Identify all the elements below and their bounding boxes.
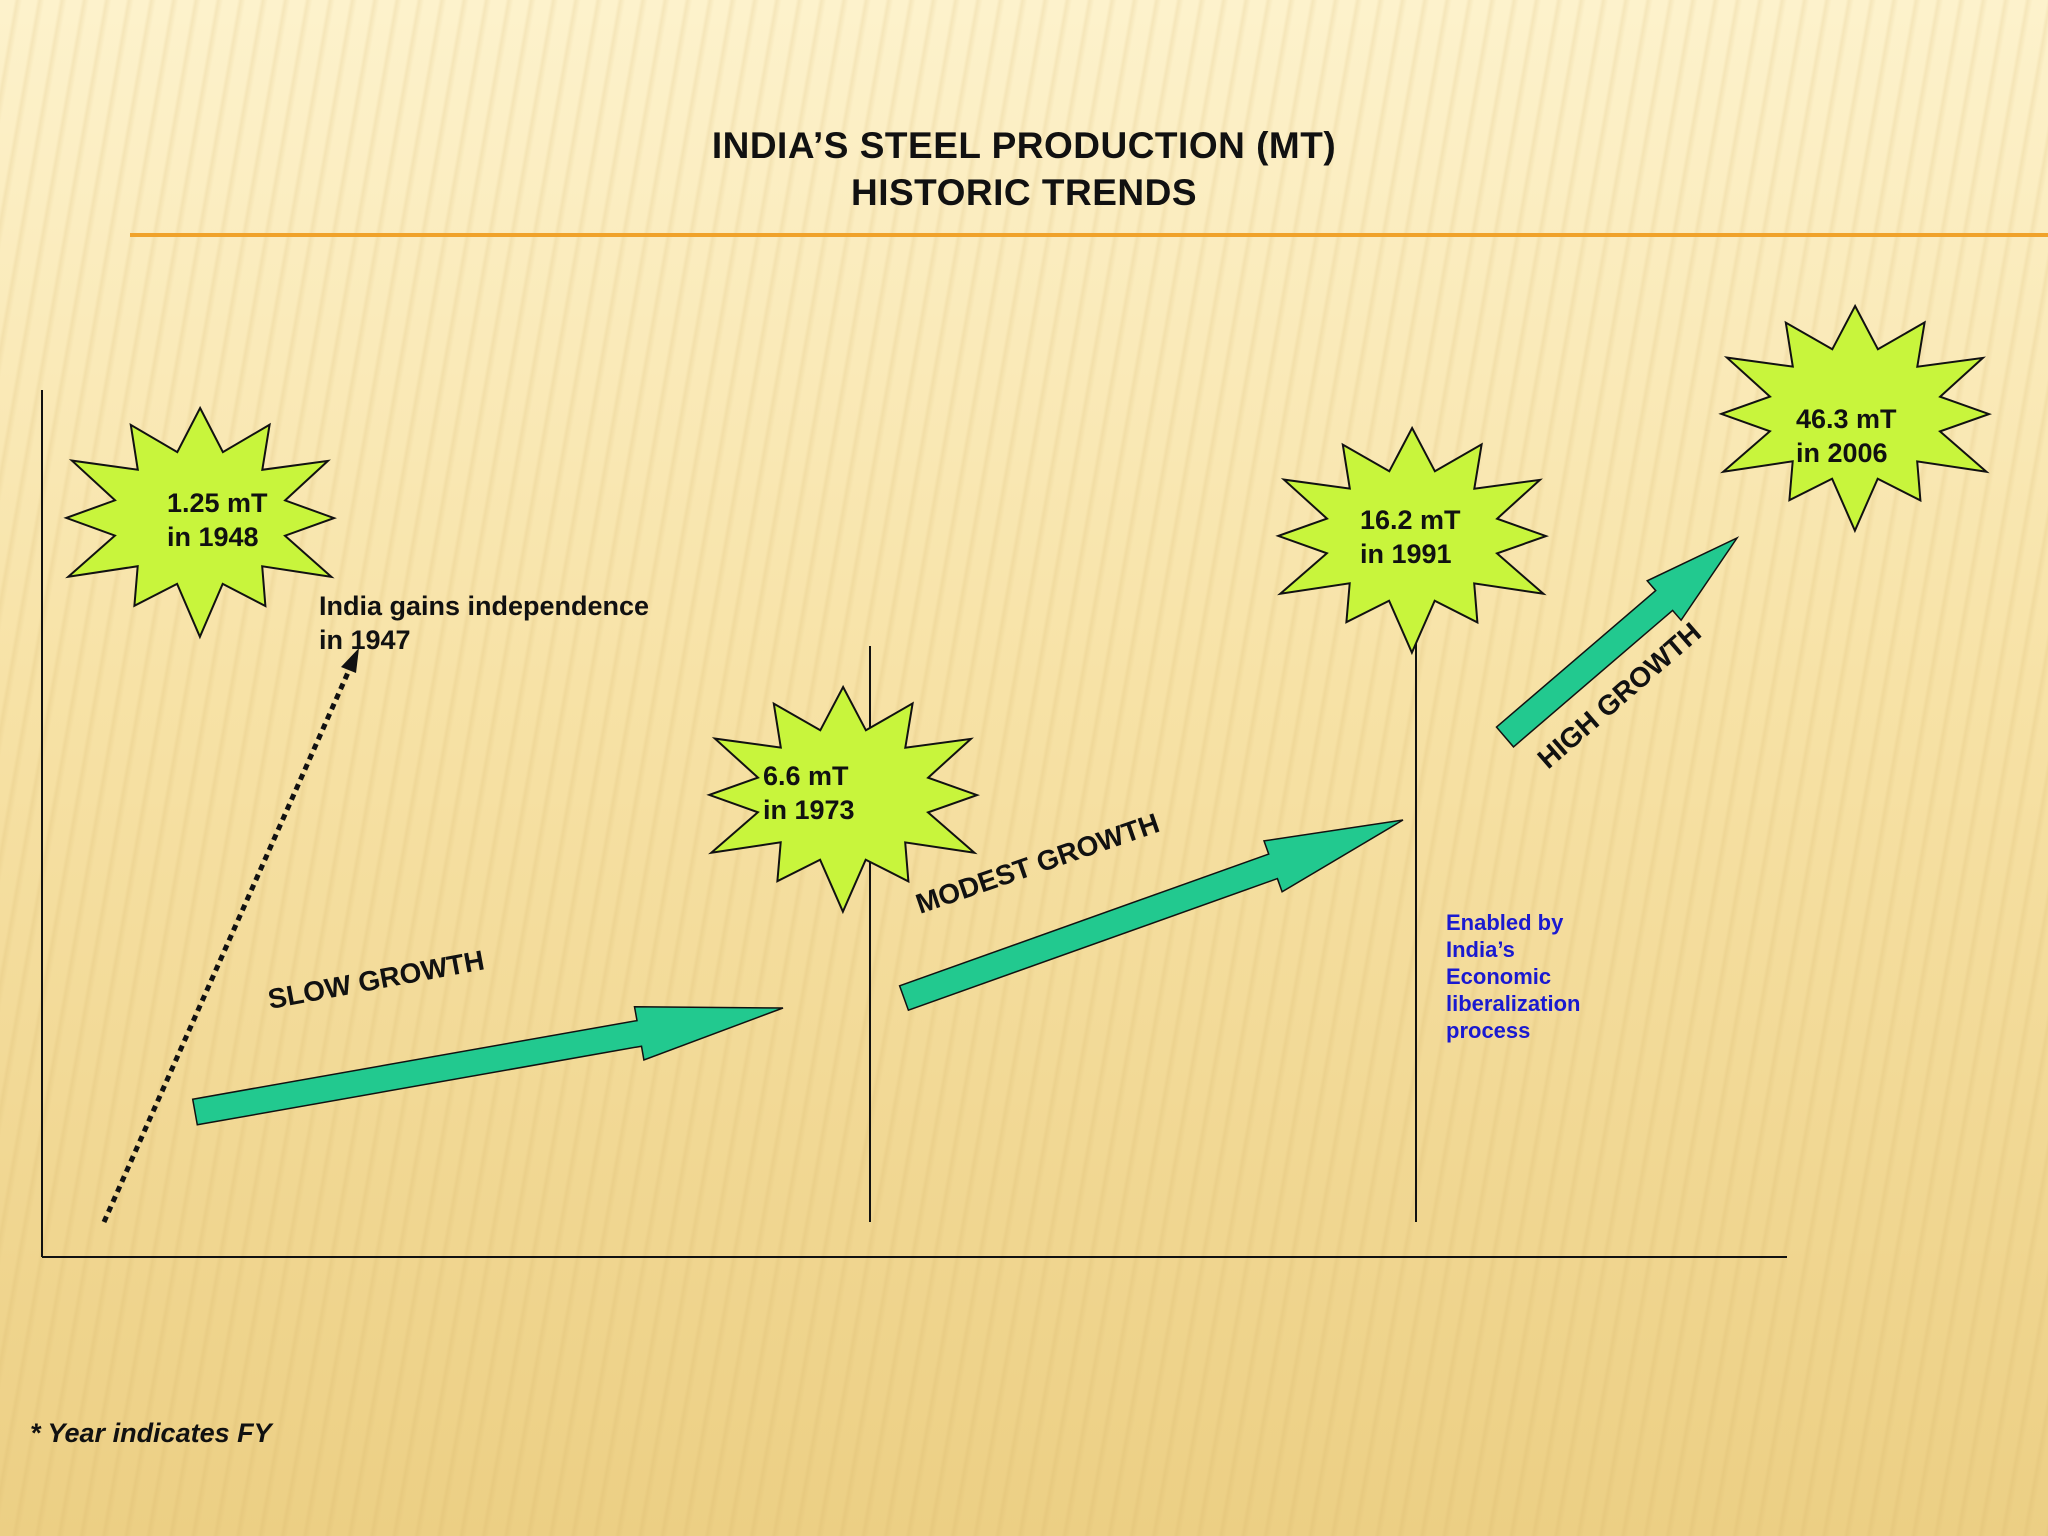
milestone-1973-year: in 1973 [763, 795, 855, 825]
independence-note-line-2: in 1947 [319, 625, 411, 655]
milestone-1991-year: in 1991 [1360, 539, 1452, 569]
milestone-2006-year: in 2006 [1796, 438, 1888, 468]
high-growth-arrow [1495, 536, 1740, 748]
liberalization-note-line-5: process [1446, 1018, 1530, 1043]
milestone-burst-1948 [63, 405, 337, 640]
milestone-2006-value: 46.3 mT [1796, 404, 1897, 434]
footnote: * Year indicates FY [30, 1418, 272, 1448]
milestone-burst-2006 [1718, 303, 1992, 534]
milestone-1973-value: 6.6 mT [763, 761, 849, 791]
liberalization-note-line-2: India’s [1446, 937, 1515, 962]
liberalization-note-line-1: Enabled by [1446, 910, 1564, 935]
modest-growth-arrow [898, 819, 1404, 1012]
title-line-1: INDIA’S STEEL PRODUCTION (MT) [711, 125, 1337, 166]
independence-dotted-line [101, 666, 353, 1224]
liberalization-note-line-4: liberalization [1446, 991, 1580, 1016]
slow-growth-arrow [191, 1006, 784, 1126]
milestone-1948-year: in 1948 [167, 522, 259, 552]
title-rule [130, 233, 2048, 237]
milestone-burst-1973 [706, 684, 980, 915]
milestone-burst-1991 [1275, 425, 1549, 656]
milestone-1948-value: 1.25 mT [167, 488, 268, 518]
title-line-2: HISTORIC TRENDS [850, 172, 1197, 213]
independence-arrowhead [341, 648, 359, 673]
phase-label-slow: SLOW GROWTH [265, 944, 486, 1014]
phase-label-modest: MODEST GROWTH [912, 807, 1163, 919]
liberalization-note-line-3: Economic [1446, 964, 1551, 989]
independence-note-line-1: India gains independence [319, 591, 649, 621]
milestone-1991-value: 16.2 mT [1360, 505, 1461, 535]
